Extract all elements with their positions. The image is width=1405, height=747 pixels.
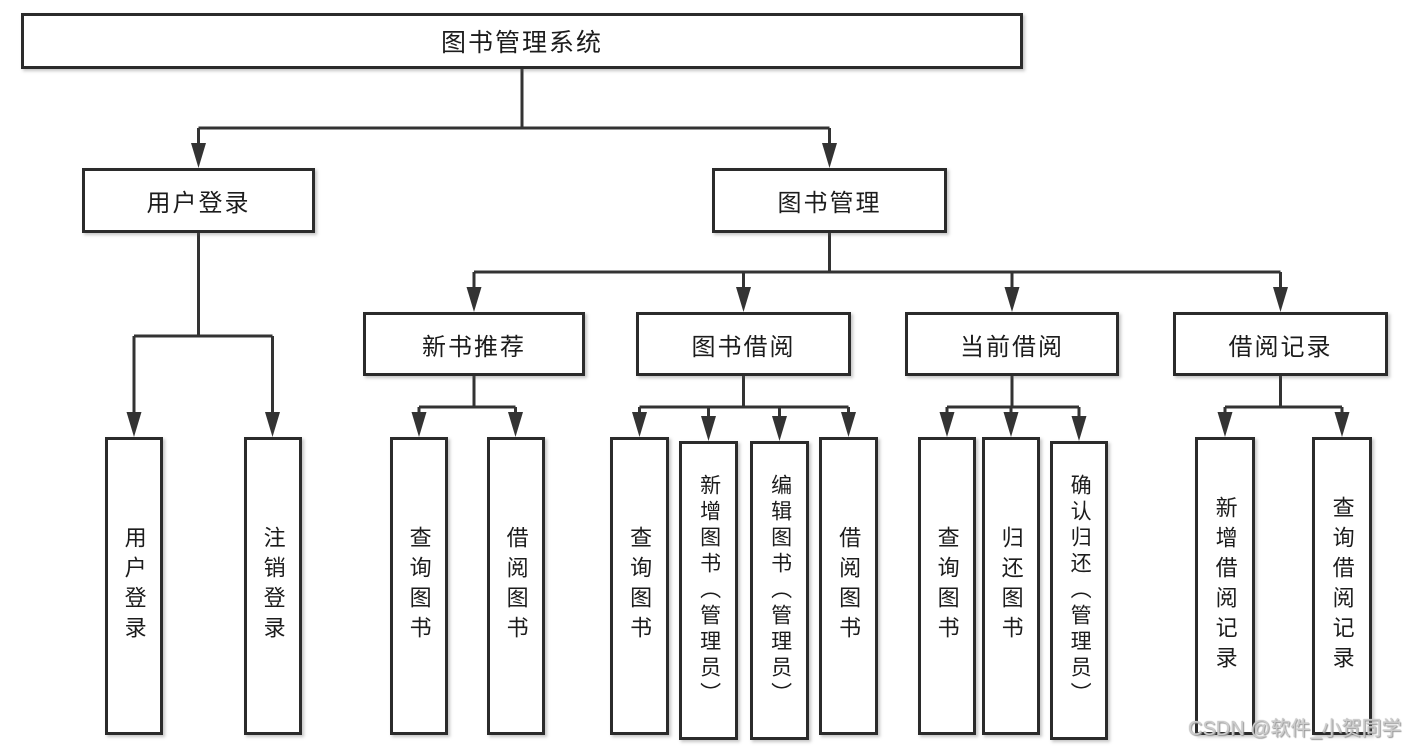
leaf-return-books: 归还图书 <box>982 437 1040 735</box>
leaf-borrowing-query-books: 查询图书 <box>610 437 669 735</box>
leaf-user-login: 用户登录 <box>105 437 163 735</box>
leaf-logout-label: 注销登录 <box>260 526 286 646</box>
leaf-add-books-admin: 新增图书（管理员） <box>679 441 738 740</box>
node-root: 图书管理系统 <box>21 13 1023 69</box>
leaf-recommend-query-books: 查询图书 <box>390 437 448 735</box>
leaf-borrow-books-label: 借阅图书 <box>836 526 862 646</box>
node-current-borrowing-label: 当前借阅 <box>960 333 1064 361</box>
leaf-query-borrow-record: 查询借阅记录 <box>1312 437 1372 735</box>
leaf-add-borrow-record-label: 新增借阅记录 <box>1212 496 1238 676</box>
leaf-recommend-borrow-books-label: 借阅图书 <box>503 526 529 646</box>
leaf-recommend-borrow-books: 借阅图书 <box>487 437 545 735</box>
leaf-edit-books-admin: 编辑图书（管理员） <box>750 441 809 740</box>
leaf-borrow-books: 借阅图书 <box>819 437 878 735</box>
leaf-edit-books-admin-label: 编辑图书（管理员） <box>768 473 792 708</box>
node-book-management-label: 图书管理 <box>777 190 882 217</box>
leaf-add-books-admin-label: 新增图书（管理员） <box>697 473 721 708</box>
node-root-label: 图书管理系统 <box>440 29 603 57</box>
leaf-confirm-return-admin: 确认归还（管理员） <box>1050 441 1108 740</box>
node-borrowing-records: 借阅记录 <box>1173 312 1388 376</box>
leaf-return-books-label: 归还图书 <box>998 526 1024 646</box>
node-new-book-recommendation: 新书推荐 <box>363 312 585 376</box>
leaf-confirm-return-admin-label: 确认归还（管理员） <box>1068 473 1092 708</box>
node-book-management: 图书管理 <box>712 168 947 233</box>
node-book-borrowing: 图书借阅 <box>636 312 851 376</box>
csdn-watermark: CSDN @软件_小贺同学 <box>1188 718 1402 740</box>
node-current-borrowing: 当前借阅 <box>905 312 1119 376</box>
leaf-recommend-query-books-label: 查询图书 <box>406 526 432 646</box>
leaf-current-query-books-label: 查询图书 <box>934 526 960 646</box>
leaf-user-login-label: 用户登录 <box>121 526 147 646</box>
node-new-book-recommendation-label: 新书推荐 <box>422 333 526 361</box>
node-book-borrowing-label: 图书借阅 <box>691 333 796 361</box>
node-user-login-label: 用户登录 <box>146 190 251 217</box>
leaf-current-query-books: 查询图书 <box>918 437 976 735</box>
leaf-query-borrow-record-label: 查询借阅记录 <box>1329 496 1355 676</box>
leaf-add-borrow-record: 新增借阅记录 <box>1195 437 1255 735</box>
leaf-borrowing-query-books-label: 查询图书 <box>627 526 653 646</box>
node-user-login: 用户登录 <box>82 168 315 233</box>
node-borrowing-records-label: 借阅记录 <box>1228 333 1333 361</box>
leaf-logout: 注销登录 <box>244 437 302 735</box>
